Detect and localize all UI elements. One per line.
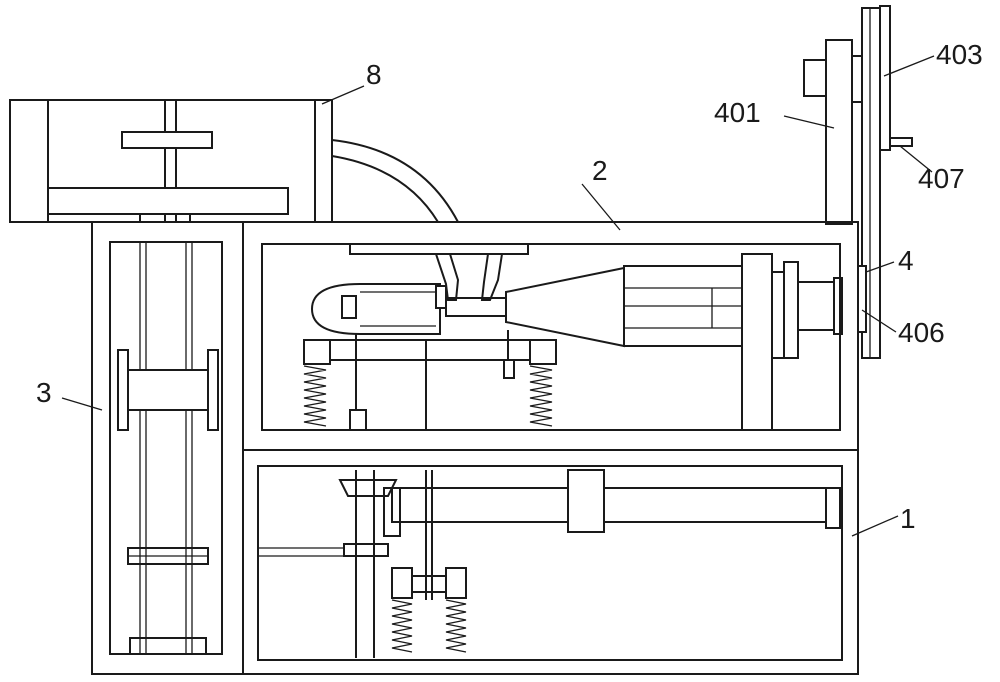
part-2-chamber [261, 243, 843, 431]
main-frame [91, 221, 859, 675]
leader-lines [61, 55, 935, 537]
part-1-chamber [257, 465, 843, 661]
label-401: 401 [714, 97, 761, 128]
label-8: 8 [366, 59, 382, 90]
label-406: 406 [898, 317, 945, 348]
label-3: 3 [36, 377, 52, 408]
part-8-housing [9, 99, 333, 223]
label-403: 403 [936, 39, 983, 70]
label-1: 1 [900, 503, 916, 534]
curved-pipe [331, 139, 459, 223]
label-4: 4 [898, 245, 914, 276]
label-407: 407 [918, 163, 965, 194]
label-2: 2 [592, 155, 608, 186]
part-4-belt-drive [803, 5, 913, 359]
part-3-column [109, 241, 223, 655]
